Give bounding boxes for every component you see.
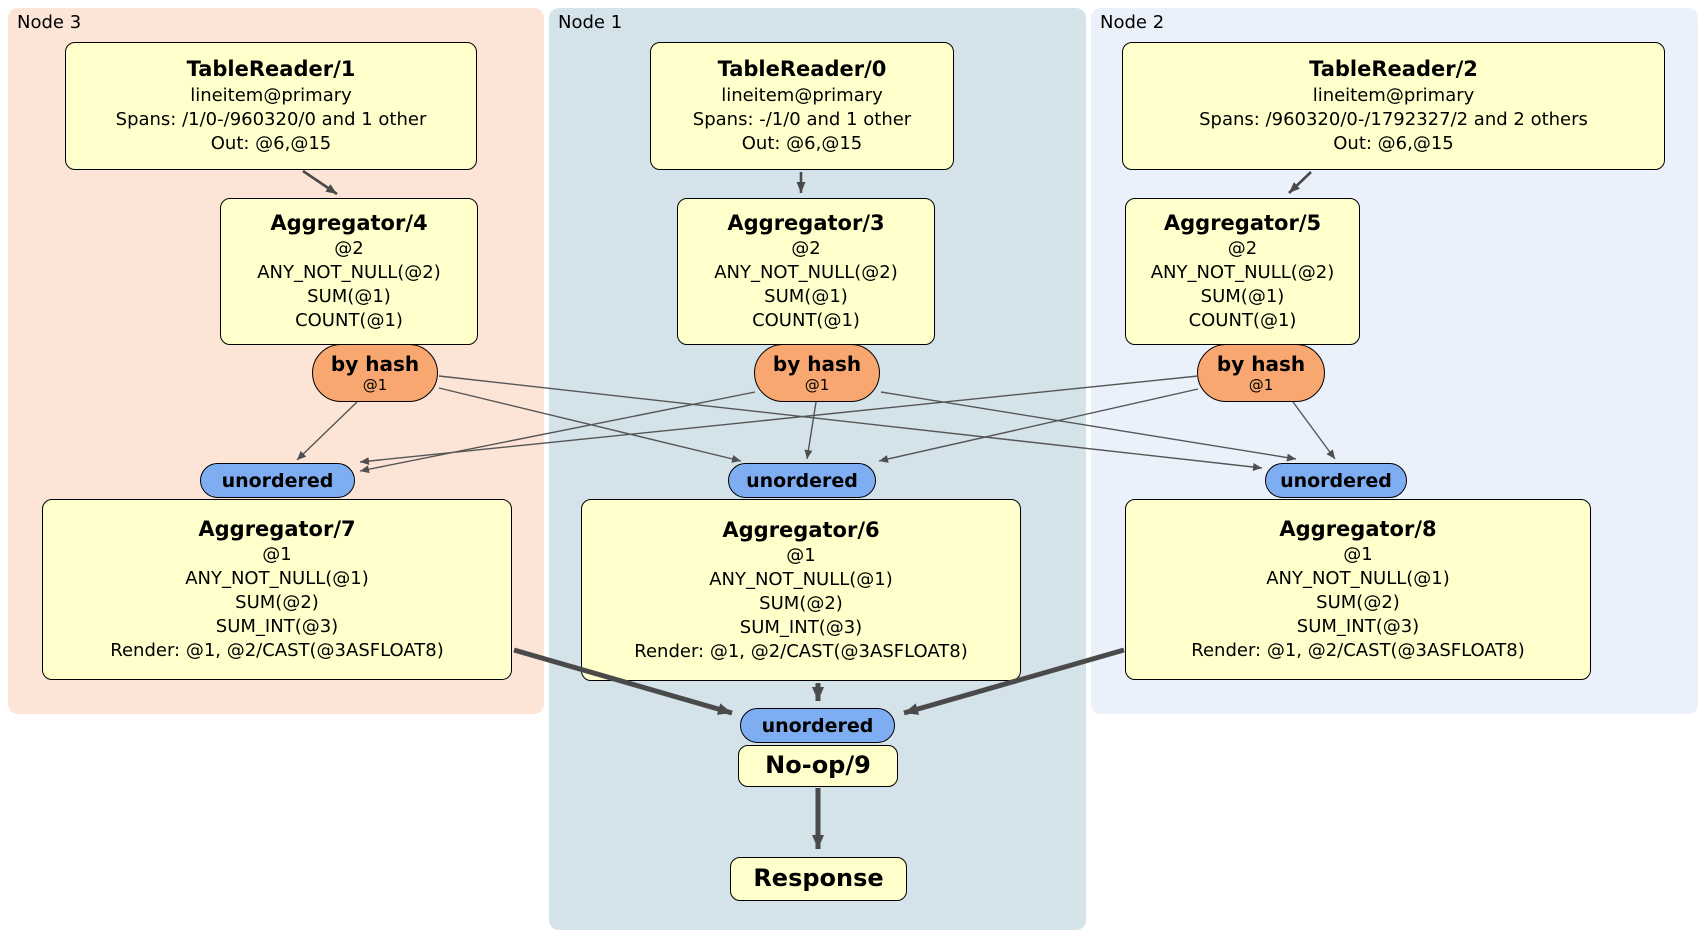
processor-line: Render: @1, @2/CAST(@3ASFLOAT8) — [1191, 640, 1525, 662]
processor-line: Render: @1, @2/CAST(@3ASFLOAT8) — [634, 640, 968, 662]
processor-line: SUM_INT(@3) — [215, 616, 339, 638]
sync-label: unordered — [1280, 469, 1392, 492]
node-3-label: Node 3 — [17, 12, 82, 33]
tablereader-1-box: TableReader/1 lineitem@primary Spans: /1… — [65, 42, 477, 170]
processor-line: @2 — [1227, 238, 1258, 260]
unordered-sync-8: unordered — [1265, 463, 1407, 498]
processor-line: Spans: /1/0-/960320/0 and 1 other — [115, 108, 427, 130]
processor-line: SUM(@2) — [759, 592, 843, 614]
sync-label: unordered — [761, 714, 874, 737]
processor-title: TableReader/1 — [186, 57, 356, 82]
processor-line: SUM(@2) — [235, 592, 319, 614]
processor-title: TableReader/0 — [717, 57, 887, 82]
processor-line: COUNT(@1) — [1188, 310, 1297, 332]
processor-line: Out: @6,@15 — [741, 132, 863, 154]
processor-line: Render: @1, @2/CAST(@3ASFLOAT8) — [110, 640, 444, 662]
processor-line: ANY_NOT_NULL(@1) — [185, 568, 369, 590]
processor-line: lineitem@primary — [721, 84, 883, 106]
processor-title: Aggregator/3 — [727, 210, 885, 235]
unordered-sync-7: unordered — [200, 463, 355, 498]
router-label: by hash — [1216, 351, 1306, 376]
router-label: by hash — [330, 351, 420, 376]
processor-line: SUM_INT(@3) — [1296, 616, 1420, 638]
processor-title: TableReader/2 — [1309, 57, 1478, 82]
router-label: by hash — [772, 351, 862, 376]
router-detail: @1 — [362, 375, 388, 394]
processor-line: SUM(@2) — [1316, 592, 1400, 614]
processor-line: Out: @6,@15 — [210, 132, 332, 154]
processor-line: ANY_NOT_NULL(@2) — [1150, 262, 1335, 284]
processor-line: lineitem@primary — [190, 84, 352, 106]
aggregator-7-box: Aggregator/7 @1 ANY_NOT_NULL(@1) SUM(@2)… — [42, 499, 512, 680]
processor-line: @1 — [1343, 544, 1373, 566]
processor-line: SUM_INT(@3) — [739, 616, 863, 638]
processor-line: ANY_NOT_NULL(@2) — [257, 262, 441, 284]
processor-line: @2 — [791, 238, 821, 260]
unordered-sync-6: unordered — [728, 463, 876, 498]
processor-title: Aggregator/8 — [1279, 517, 1437, 541]
sync-label: unordered — [221, 469, 334, 492]
processor-line: Spans: /960320/0-/1792327/2 and 2 others — [1199, 108, 1588, 130]
sync-label: unordered — [746, 469, 858, 492]
processor-title: Aggregator/4 — [270, 210, 428, 235]
hash-router-4: by hash @1 — [312, 344, 438, 402]
processor-line: Out: @6,@15 — [1333, 132, 1454, 154]
processor-line: ANY_NOT_NULL(@1) — [1266, 568, 1450, 590]
processor-title: No-op/9 — [765, 751, 871, 780]
processor-title: Aggregator/5 — [1163, 210, 1322, 235]
processor-line: ANY_NOT_NULL(@1) — [709, 568, 893, 590]
node-1-label: Node 1 — [558, 12, 623, 33]
noop-9-box: No-op/9 — [738, 745, 898, 787]
response-box: Response — [730, 857, 907, 901]
processor-line: lineitem@primary — [1312, 84, 1475, 106]
hash-router-3: by hash @1 — [754, 344, 880, 402]
processor-line: COUNT(@1) — [295, 310, 403, 332]
aggregator-8-box: Aggregator/8 @1 ANY_NOT_NULL(@1) SUM(@2)… — [1125, 499, 1591, 680]
processor-line: ANY_NOT_NULL(@2) — [714, 262, 898, 284]
aggregator-6-box: Aggregator/6 @1 ANY_NOT_NULL(@1) SUM(@2)… — [581, 499, 1021, 681]
aggregator-5-box: Aggregator/5 @2 ANY_NOT_NULL(@2) SUM(@1)… — [1125, 198, 1360, 345]
processor-line: Spans: -/1/0 and 1 other — [692, 108, 912, 130]
router-detail: @1 — [804, 375, 830, 394]
tablereader-0-box: TableReader/0 lineitem@primary Spans: -/… — [650, 42, 954, 170]
processor-line: SUM(@1) — [764, 286, 848, 308]
aggregator-4-box: Aggregator/4 @2 ANY_NOT_NULL(@2) SUM(@1)… — [220, 198, 478, 345]
tablereader-2-box: TableReader/2 lineitem@primary Spans: /9… — [1122, 42, 1665, 170]
processor-line: SUM(@1) — [1200, 286, 1285, 308]
processor-title: Response — [753, 864, 884, 893]
hash-router-5: by hash @1 — [1197, 344, 1325, 402]
node-2-label: Node 2 — [1100, 12, 1165, 33]
unordered-sync-final: unordered — [740, 708, 895, 743]
processor-line: @1 — [262, 544, 292, 566]
processor-title: Aggregator/6 — [722, 517, 880, 542]
processor-line: @2 — [334, 238, 364, 260]
processor-line: COUNT(@1) — [752, 310, 860, 332]
processor-line: SUM(@1) — [307, 286, 391, 308]
aggregator-3-box: Aggregator/3 @2 ANY_NOT_NULL(@2) SUM(@1)… — [677, 198, 935, 345]
processor-line: @1 — [786, 544, 816, 566]
router-detail: @1 — [1248, 375, 1274, 394]
processor-title: Aggregator/7 — [198, 517, 356, 541]
